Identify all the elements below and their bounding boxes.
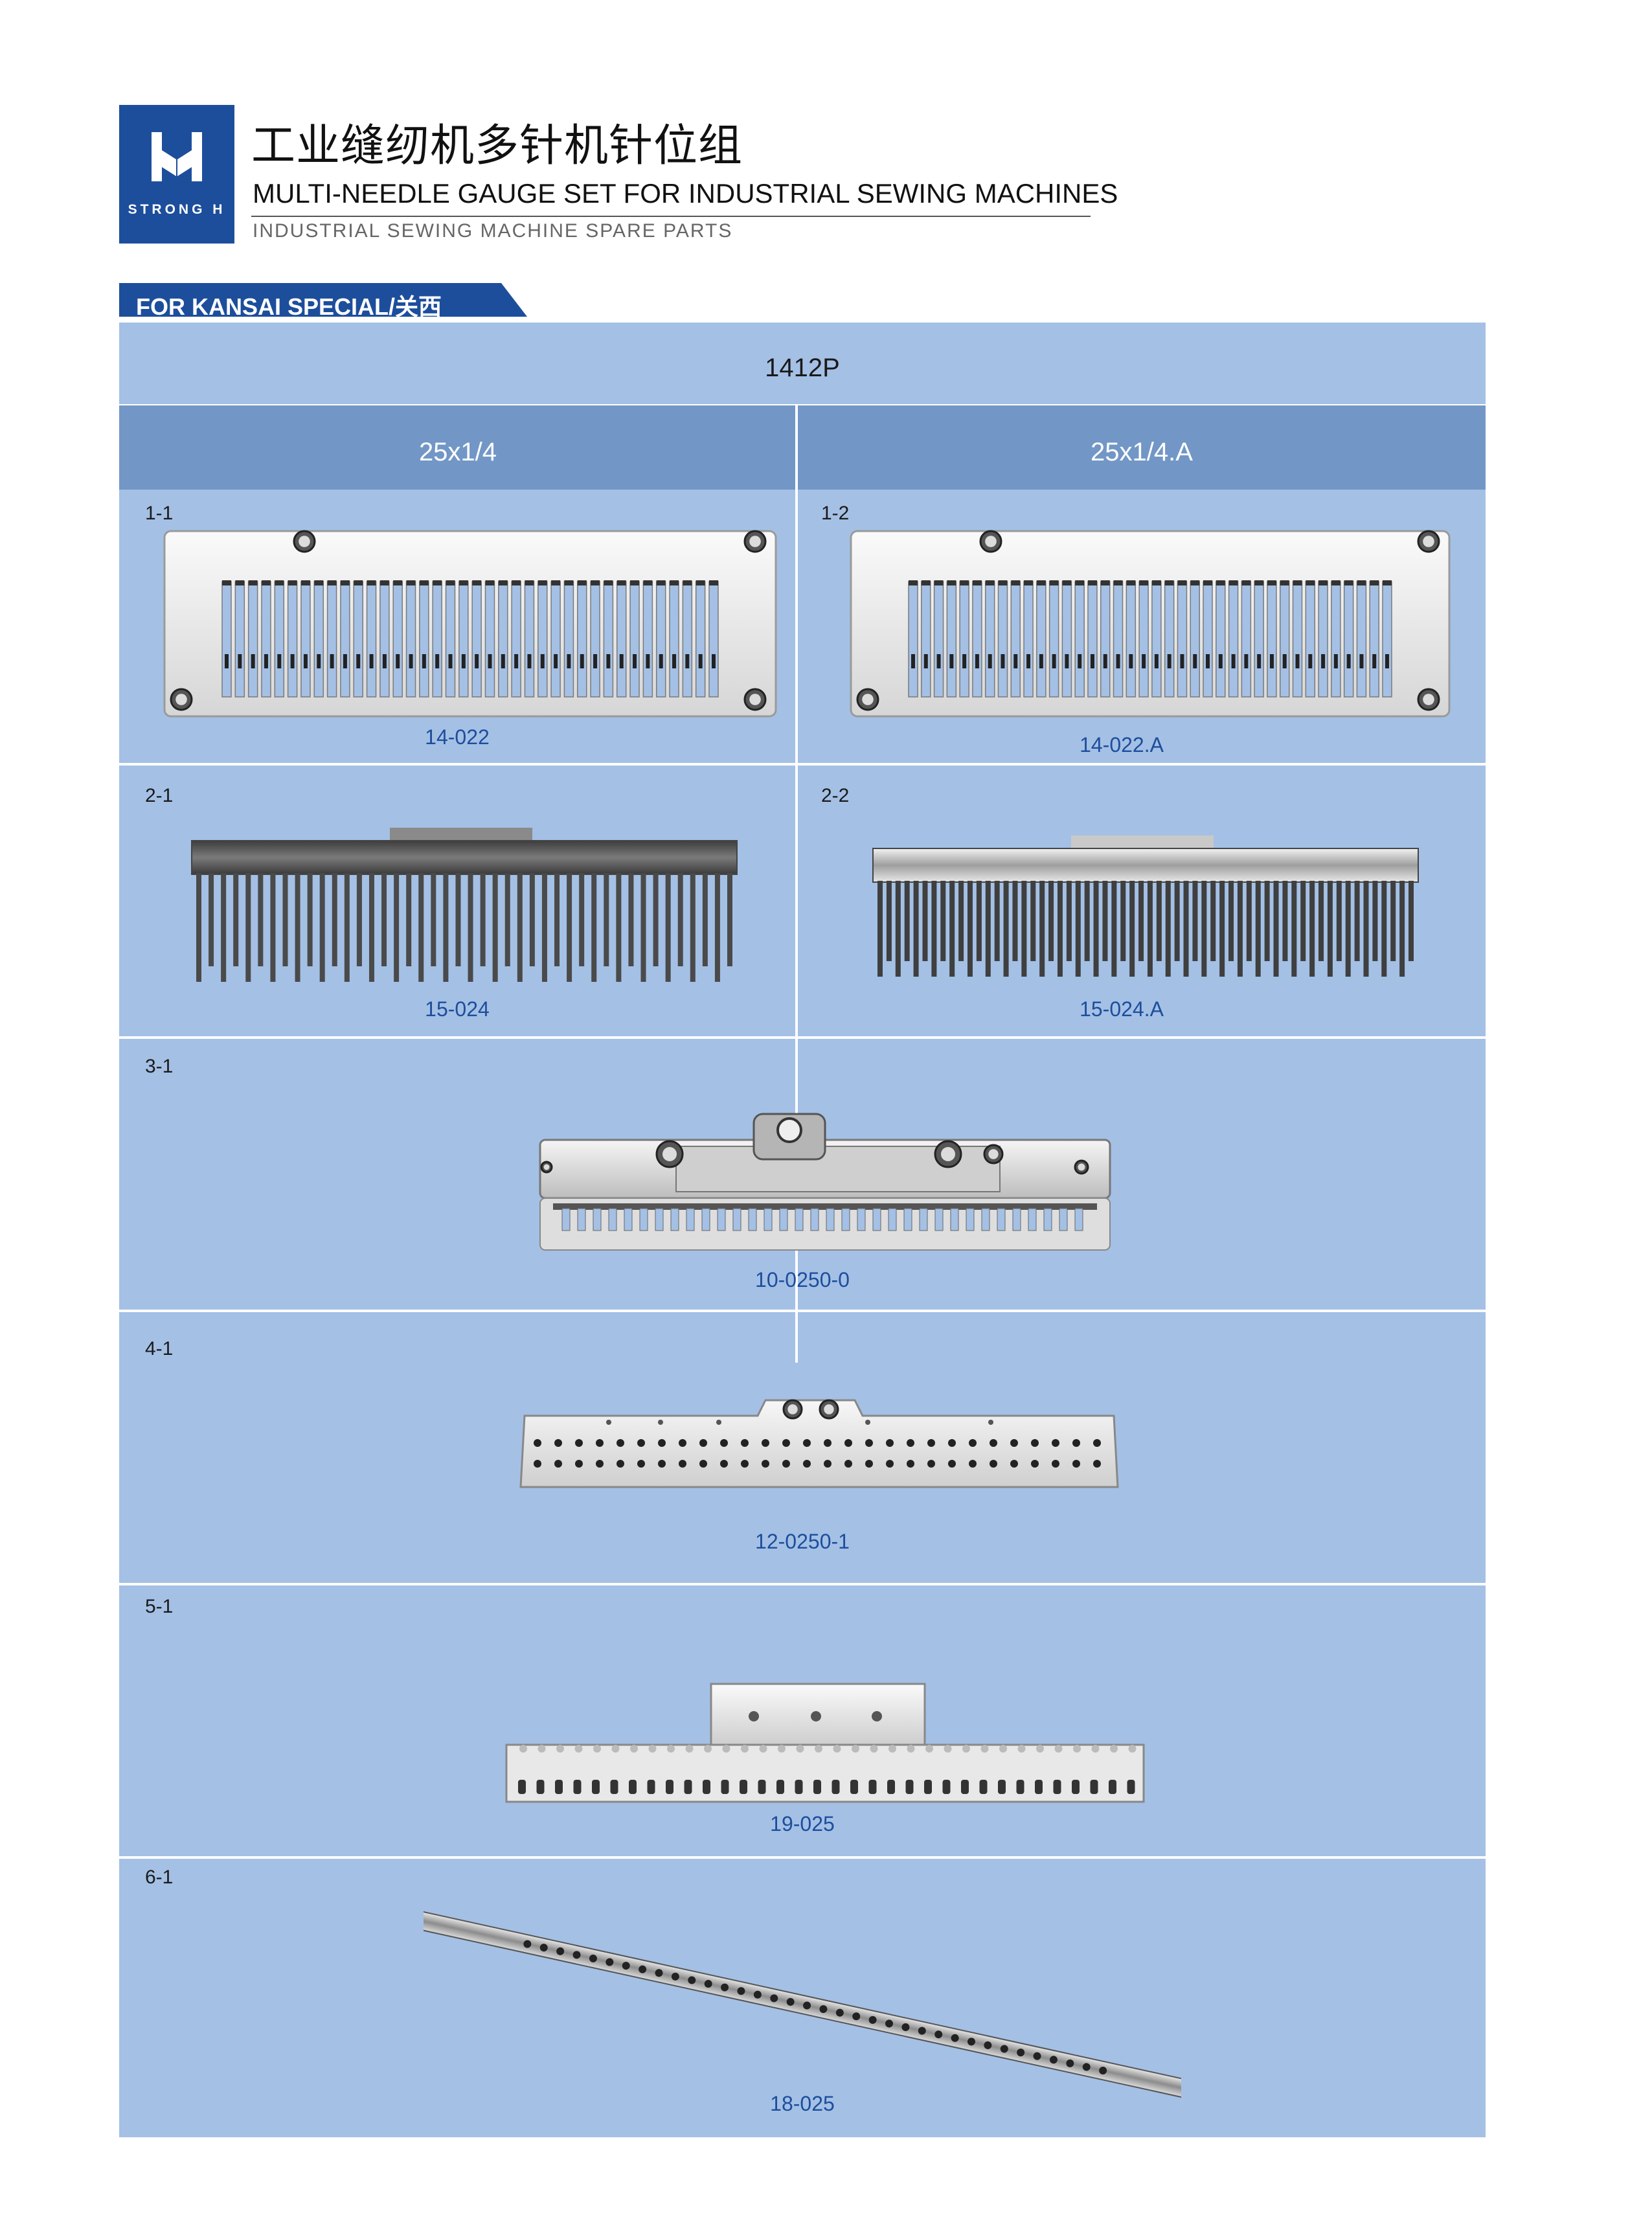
row-divider: [119, 1036, 1486, 1039]
gauge-header: 25x1/4 25x1/4.A: [119, 405, 1486, 490]
item-cell: 1-2 14-022.A: [798, 490, 1486, 763]
item-code: 19-025: [770, 1812, 835, 1835]
page-title-cn: 工业缝纫机多针机针位组: [251, 120, 743, 172]
item-index: 1-2: [821, 503, 850, 524]
product-table: 1412P 25x1/4 25x1/4.A 1-1 14-022 1-2 14-…: [119, 323, 1486, 2137]
section-tab-label: FOR KANSAI SPECIAL/关西: [136, 293, 442, 320]
row-divider: [119, 1310, 1486, 1312]
item-cell: 5-1 19-025: [119, 1585, 1486, 1856]
item-index: 4-1: [145, 1338, 174, 1359]
item-index: 2-1: [145, 785, 174, 806]
needle-bar-image: [424, 1909, 1181, 2100]
model-header: 1412P: [119, 323, 1486, 405]
item-cell: 3-1 10-0250-0: [119, 1039, 1486, 1310]
item-cell: 2-2 15-024.A: [798, 766, 1486, 1036]
item-code: 15-024.A: [1080, 997, 1164, 1021]
gauge-label-right: 25x1/4.A: [1091, 438, 1193, 466]
item-index: 1-1: [145, 503, 174, 524]
item-index: 5-1: [145, 1596, 174, 1617]
spreader-comb-image: [872, 835, 1419, 977]
brand-logo: STRONG H: [119, 105, 234, 244]
needle-plate-image: [163, 530, 777, 718]
item-cell: 1-1 14-022: [119, 490, 795, 763]
item-code: 10-0250-0: [755, 1268, 850, 1291]
item-code: 14-022.A: [1080, 733, 1164, 756]
row-divider: [119, 1856, 1486, 1859]
item-index: 3-1: [145, 1056, 174, 1077]
needle-plate-image: [850, 530, 1451, 718]
item-code: 12-0250-1: [755, 1530, 850, 1553]
item-index: 2-2: [821, 785, 850, 806]
spreader-comb-image: [191, 828, 738, 982]
row-divider: [119, 763, 1486, 766]
presser-foot-image: [539, 1113, 1111, 1251]
looper-holder-image: [505, 1683, 1145, 1803]
item-cell: 4-1 12-0250-1: [119, 1312, 1486, 1583]
page-subtitle: INDUSTRIAL SEWING MACHINE SPARE PARTS: [253, 220, 733, 242]
gauge-label-left: 25x1/4: [418, 438, 497, 466]
item-code: 18-025: [770, 2092, 835, 2115]
title-divider: [251, 216, 1091, 217]
model-label: 1412P: [765, 354, 840, 382]
item-cell: 2-1 15-024: [119, 766, 795, 1036]
row-divider: [119, 1583, 1486, 1585]
logo-text: STRONG H: [128, 202, 226, 217]
needle-clamp-image: [519, 1399, 1119, 1488]
item-cell: 6-1 18-025: [119, 1859, 1486, 2137]
logo-mark-icon: [152, 132, 202, 181]
column-divider: [795, 405, 798, 1363]
item-index: 6-1: [145, 1867, 174, 1888]
page-title-en: MULTI-NEEDLE GAUGE SET FOR INDUSTRIAL SE…: [253, 178, 1118, 209]
item-code: 14-022: [425, 725, 490, 749]
item-code: 15-024: [425, 997, 490, 1021]
